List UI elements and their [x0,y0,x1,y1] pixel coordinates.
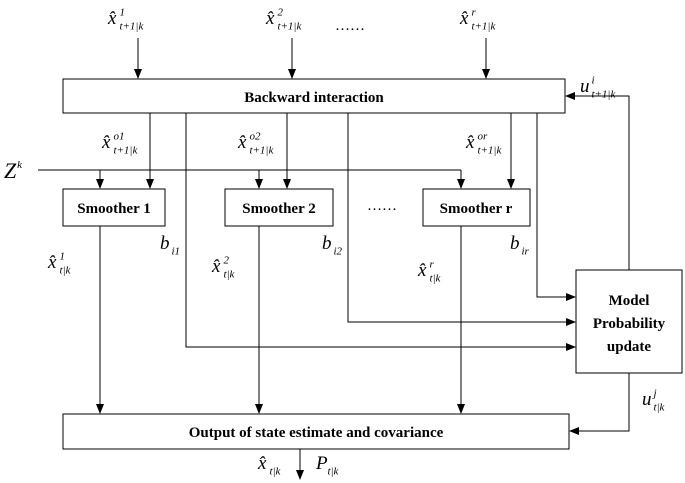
b-1-subscript: i1 [171,245,180,257]
symbol-x-output: x̂t|k [257,453,282,477]
smoother-2-label: Smoother 2 [242,201,315,217]
p-out-subscript: t|k [327,465,339,477]
output-block: Output of state estimate and covariance [62,413,570,450]
model-label-line2: Probability [593,316,666,332]
smoother-r-block: Smoother r [422,188,531,227]
x-mix-1-base: x̂ [101,132,111,153]
symbol-x-mix-r: x̂or t+1|k [465,130,502,156]
x-top-2-superscript: 2 [277,6,283,18]
x-top-r-base: x̂ [459,8,469,29]
model-label-line1: Model [609,293,650,309]
model-probability-update-block: Model Probability update [575,269,683,374]
feedback-u-top [565,92,630,270]
smoother-1-label: Smoother 1 [77,201,150,217]
b-1-base: b [160,233,170,254]
x-s-2-superscript: 2 [223,254,229,266]
ellipsis-middle: …… [367,198,397,214]
symbol-x-smooth-r: x̂r t|k [417,258,442,284]
x-s-1-subscript: t|k [59,264,71,276]
feedback-u-bottom [569,373,630,435]
x-mix-2-base: x̂ [237,132,247,153]
x-mix-r-base: x̂ [465,132,475,153]
backward-interaction-label: Backward interaction [244,90,384,106]
smoother-r-label: Smoother r [440,201,513,217]
path-b-2 [347,113,576,326]
x-s-1-base: x̂ [47,252,57,273]
u-top-superscript: i [591,74,594,86]
x-top-1-base: x̂ [107,8,117,29]
u-top-base: u [580,76,590,97]
p-out-base: P [315,453,328,474]
x-top-2-base: x̂ [265,8,275,29]
ellipsis-top: …… [335,18,365,34]
x-top-1-subscript: t+1|k [119,20,144,32]
symbol-x-smooth-2: x̂2 t|k [211,254,236,280]
x-mix-2-superscript: o2 [249,130,261,142]
path-b-r [536,113,576,301]
u-bottom-superscript: j [651,387,656,399]
path-b-1 [185,113,576,351]
x-s-r-superscript: r [429,258,434,270]
x-s-1-superscript: 1 [59,250,64,262]
x-out-base: x̂ [257,453,267,474]
x-top-r-subscript: t+1|k [471,20,496,32]
model-label-line3: update [607,339,652,355]
x-top-r-superscript: r [471,6,476,18]
b-r-base: b [510,233,520,254]
symbol-x-top-1: x̂1 t+1|k [107,6,144,32]
u-top-subscript: t+1|k [591,88,616,100]
symbol-x-top-2: x̂2 t+1|k [265,6,302,32]
b-2-base: b [322,233,332,254]
u-bottom-subscript: t|k [653,401,665,413]
symbol-x-smooth-1: x̂1 t|k [47,250,72,276]
z-base: Z [4,158,17,183]
x-mix-1-subscript: t+1|k [113,144,138,156]
x-mix-r-superscript: or [477,130,488,142]
backward-interaction-block: Backward interaction [62,78,566,114]
x-mix-2-subscript: t+1|k [249,144,274,156]
symbol-x-mix-2: x̂o2 t+1|k [237,130,274,156]
u-bottom-base: u [642,389,652,410]
symbol-x-mix-1: x̂o1 t+1|k [101,130,138,156]
x-s-r-subscript: t|k [429,272,441,284]
x-out-subscript: t|k [269,465,281,477]
symbol-x-top-r: x̂r t+1|k [459,6,496,32]
x-s-2-base: x̂ [211,256,221,277]
z-superscript: k [17,159,23,171]
smoother-2-block: Smoother 2 [224,188,334,227]
b-r-subscript: ir [521,245,529,257]
b-2-subscript: i2 [333,245,342,257]
x-s-r-base: x̂ [417,260,427,281]
x-mix-1-superscript: o1 [113,130,124,142]
x-mix-r-subscript: t+1|k [477,144,502,156]
x-top-2-subscript: t+1|k [277,20,302,32]
x-top-1-superscript: 1 [119,6,125,18]
smoother-1-block: Smoother 1 [62,188,166,227]
x-s-2-subscript: t|k [223,268,235,280]
output-label: Output of state estimate and covariance [189,425,444,441]
